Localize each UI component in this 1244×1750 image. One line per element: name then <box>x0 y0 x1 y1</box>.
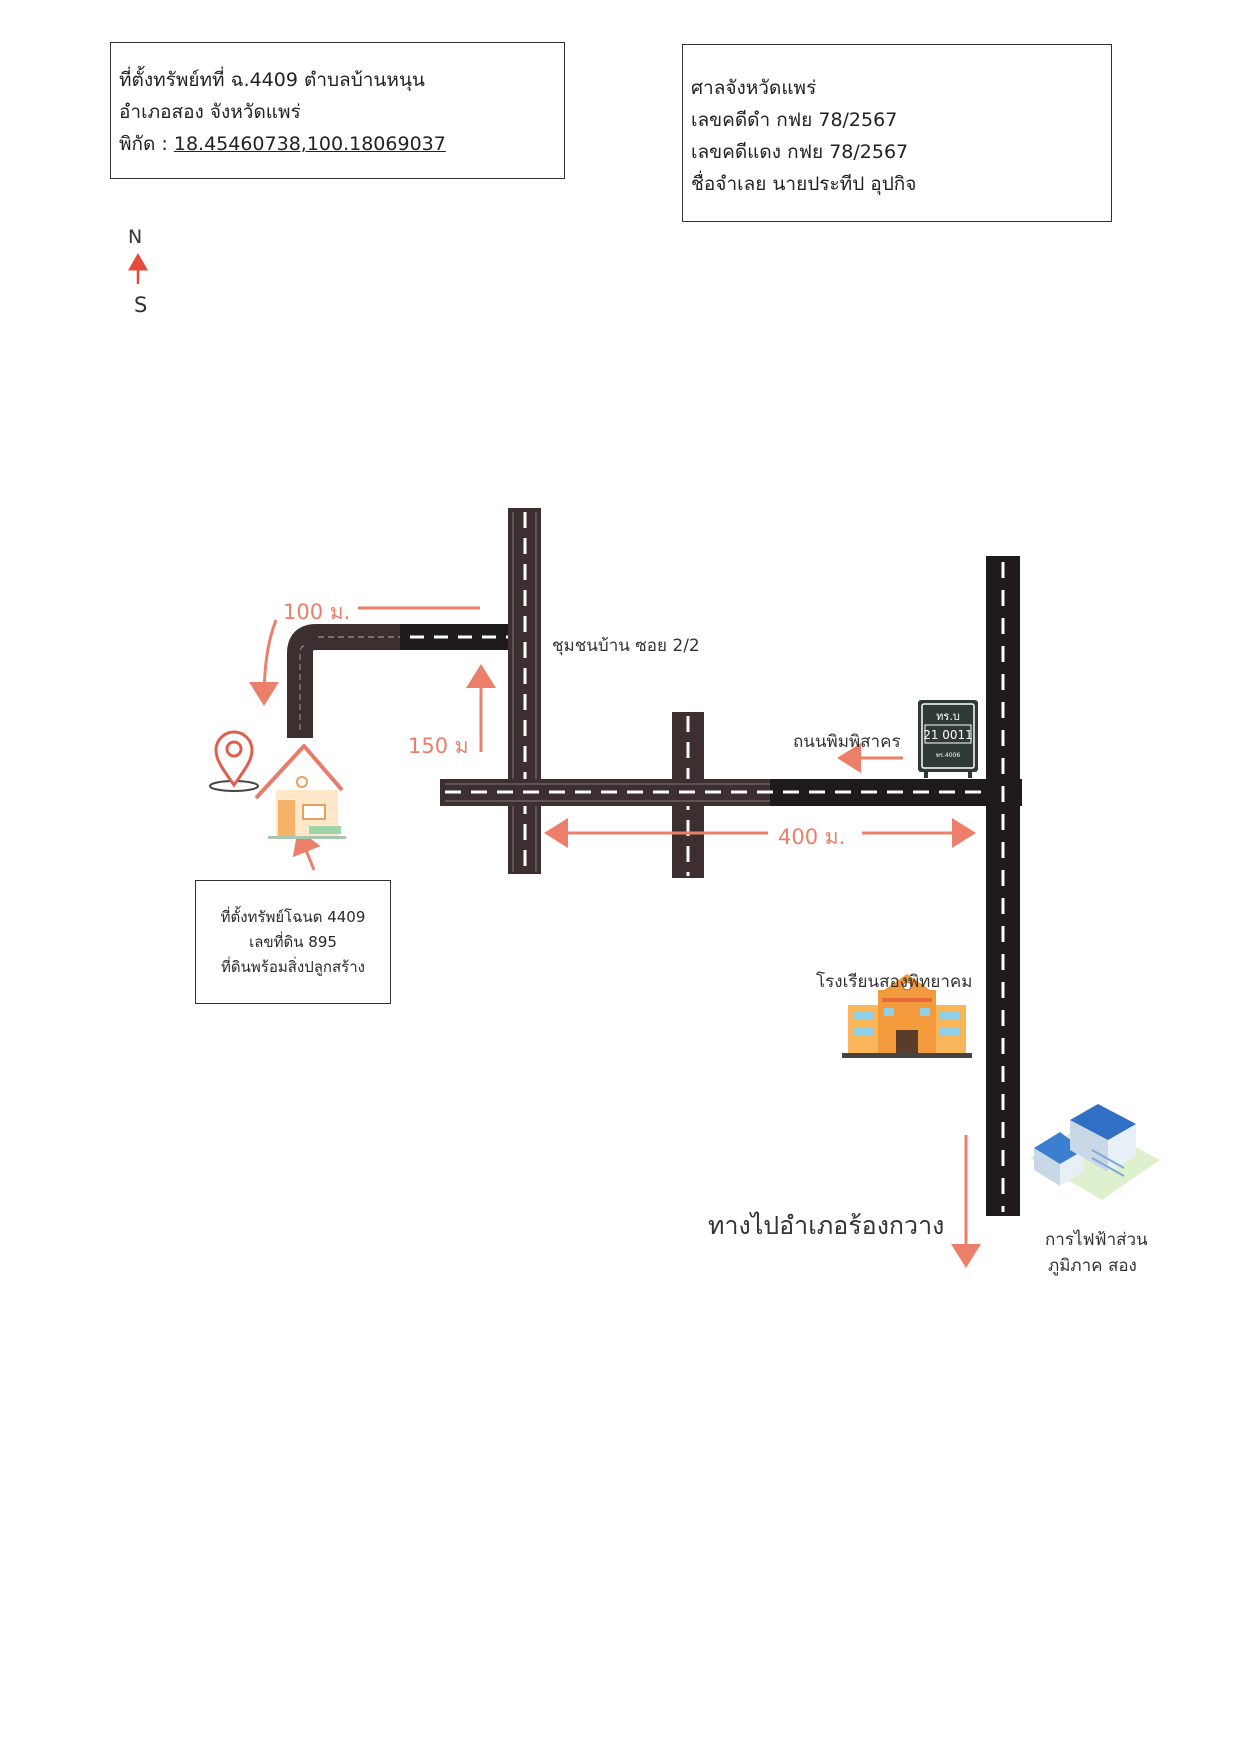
horizontal-main-road <box>440 779 1022 806</box>
pea-label-line-1: การไฟฟ้าส่วน <box>1045 1230 1148 1250</box>
arrow-property-box <box>292 829 321 871</box>
defendant-name: ชื่อจำเลย นายประทีป อุปกิจ <box>691 173 917 195</box>
property-deed-line-2: เลขที่ดิน 895 <box>249 933 337 951</box>
property-deed-line-1: ที่ตั้งทรัพย์โฉนด 4409 <box>220 908 366 926</box>
red-case-number: เลขคดีแดง กฟย 78/2567 <box>691 141 909 163</box>
road-name-label: ถนนพิมพิสาคร <box>793 732 901 752</box>
to-district-label: ทางไปอำเภอร้องกวาง <box>708 1211 945 1240</box>
distance-150m-label: 150 ม <box>408 734 469 758</box>
court-name: ศาลจังหวัดแพร่ <box>691 77 817 99</box>
road-sign-top: ทร.บ <box>936 710 960 723</box>
pea-label-line-2: ภูมิภาค สอง <box>1048 1256 1137 1276</box>
property-deed-line-3: ที่ดินพร้อมสิ่งปลูกสร้าง <box>221 958 365 976</box>
distance-100m-label: 100 ม. <box>283 600 351 624</box>
branch-road-to-property <box>287 624 512 738</box>
road-sign-bottom: พร.4006 <box>936 752 961 759</box>
compass-south: S <box>134 293 148 317</box>
property-location-box: ที่ตั้งทรัพย์ทที่ ฉ.4409 ตำบลบ้านหนุน อำ… <box>110 42 565 179</box>
court-case-box: ศาลจังหวัดแพร่ เลขคดีดำ กฟย 78/2567 เลขค… <box>682 44 1112 222</box>
road-sign-number: 21 0011 <box>923 728 973 742</box>
coordinates-value: 18.45460738,100.18069037 <box>173 133 446 155</box>
community-label: ชุมชนบ้าน ซอย 2/2 <box>552 636 700 656</box>
compass-north: N <box>128 226 143 248</box>
road-sign-icon: ทร.บ 21 0011 พร.4006 <box>918 700 978 778</box>
arrow-100m-curve <box>249 619 280 706</box>
coordinates-line: พิกัด : 18.45460738,100.18069037 <box>119 129 446 159</box>
black-case-number: เลขคดีดำ กฟย 78/2567 <box>691 109 898 131</box>
location-pin-icon <box>209 730 259 792</box>
property-deed-box: ที่ตั้งทรัพย์โฉนด 4409 เลขที่ดิน 895 ที่… <box>195 880 391 1004</box>
school-icon <box>842 974 972 1058</box>
left-vertical-road <box>508 508 541 874</box>
house-icon <box>254 744 346 839</box>
right-vertical-road <box>986 556 1020 1216</box>
pea-building-icon <box>1030 1104 1160 1200</box>
coordinates-label: พิกัด : <box>119 133 174 155</box>
distance-400m-label: 400 ม. <box>778 825 846 849</box>
location-line-1: ที่ตั้งทรัพย์ทที่ ฉ.4409 ตำบลบ้านหนุน <box>119 69 425 91</box>
school-label: โรงเรียนสองพิทยาคม <box>816 972 973 992</box>
location-line-2: อำเภอสอง จังหวัดแพร่ <box>119 101 301 123</box>
